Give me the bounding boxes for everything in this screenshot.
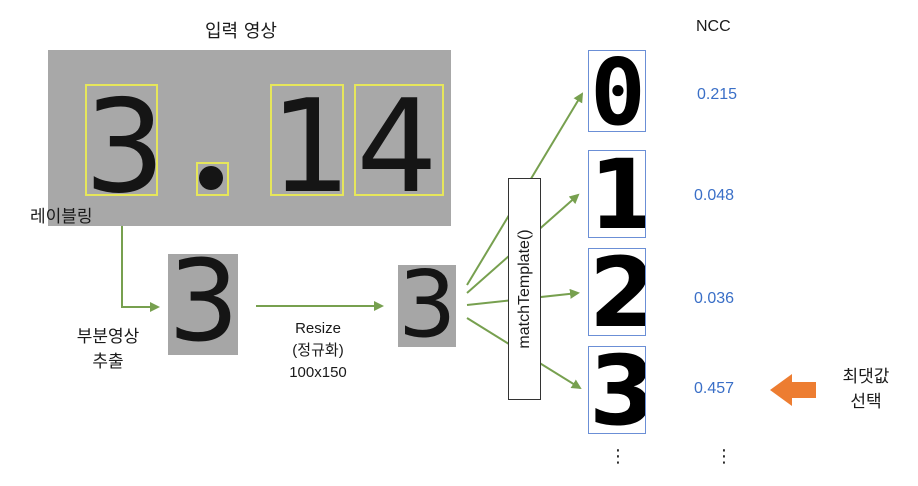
- input-digit-1: 1: [270, 73, 352, 222]
- extract-label-line2: 추출: [92, 352, 124, 372]
- match-template-box: matchTemplate(): [508, 178, 541, 400]
- input-title: 입력 영상: [205, 21, 277, 42]
- template-2-digit: 2: [589, 249, 645, 335]
- template-2: 2: [588, 248, 646, 336]
- input-digit-3: 3: [84, 73, 166, 222]
- resize-label: Resize (정규화) 100x150: [270, 318, 366, 384]
- select-max-line2: 선택: [850, 392, 882, 412]
- template-0-digit: 0: [590, 50, 646, 132]
- label-box-1: [270, 84, 344, 196]
- resize-label-line1: Resize: [295, 320, 341, 337]
- label-box-point: [196, 162, 229, 196]
- ncc-value-0: 0.215: [697, 86, 738, 103]
- template-3: 3: [588, 346, 646, 434]
- labeling-label: 레이블링: [30, 207, 93, 227]
- ncc-value-2: 0.036: [694, 290, 735, 307]
- ncc-ellipsis: ⋮: [715, 446, 733, 467]
- ncc-header: NCC: [696, 18, 731, 35]
- select-arrow: [770, 374, 816, 406]
- ncc-value-3: 0.457: [694, 380, 735, 397]
- resized-image-digit: 3: [398, 265, 456, 347]
- select-max-label: 최댓값 선택: [826, 362, 906, 412]
- labeling-arrow: [121, 225, 160, 312]
- input-digit-4: 4: [356, 73, 438, 222]
- resize-label-line2: (정규화): [292, 342, 344, 359]
- template-0: 0: [588, 50, 646, 132]
- extract-label: 부분영상 추출: [56, 322, 160, 372]
- resized-image: 3: [398, 265, 456, 347]
- input-decimal-point: [199, 166, 223, 190]
- sub-image: 3: [168, 254, 238, 355]
- label-box-3: [85, 84, 158, 196]
- template-1: 1: [588, 150, 646, 238]
- match-template-label: matchTemplate(): [515, 229, 533, 349]
- template-3-digit: 3: [589, 347, 645, 433]
- input-image: 3 1 4: [48, 50, 451, 226]
- ncc-value-1: 0.048: [694, 187, 735, 204]
- resize-label-line3: 100x150: [289, 364, 347, 381]
- sub-image-digit: 3: [168, 254, 238, 355]
- template-ellipsis: ⋮: [609, 446, 627, 467]
- extract-label-line1: 부분영상: [76, 327, 140, 347]
- label-box-4: [354, 84, 444, 196]
- select-max-line1: 최댓값: [842, 367, 890, 387]
- template-1-digit: 1: [589, 151, 645, 237]
